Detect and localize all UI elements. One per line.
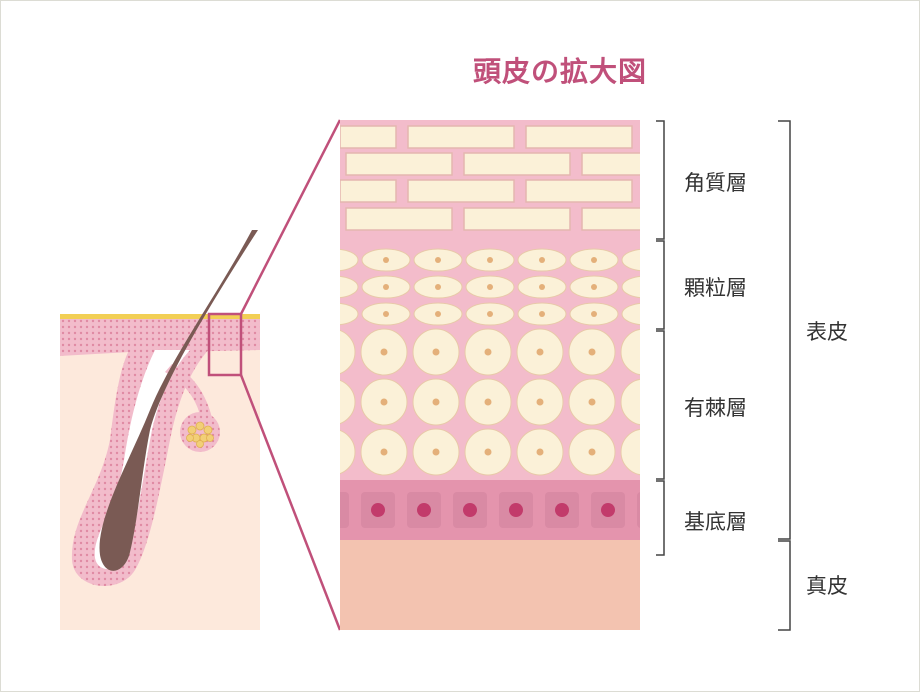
label-dermis: 真皮 bbox=[806, 570, 848, 600]
spinous-nucleus bbox=[537, 349, 544, 356]
granular-nucleus bbox=[487, 257, 493, 263]
basal-nucleus bbox=[463, 503, 477, 517]
corneum-brick bbox=[340, 126, 396, 148]
spinous-nucleus bbox=[485, 399, 492, 406]
corneum-brick bbox=[346, 153, 452, 175]
granular-nucleus bbox=[331, 257, 337, 263]
granular-nucleus bbox=[331, 284, 337, 290]
granular-nucleus bbox=[643, 284, 649, 290]
spinous-cell bbox=[309, 329, 355, 375]
spinous-nucleus bbox=[381, 449, 388, 456]
spinous-nucleus bbox=[329, 349, 336, 356]
basal-nucleus bbox=[509, 503, 523, 517]
magnified-view bbox=[309, 120, 688, 630]
spinous-cell bbox=[309, 379, 355, 425]
granular-nucleus bbox=[591, 257, 597, 263]
bracket-basale bbox=[656, 481, 664, 555]
spinous-nucleus bbox=[537, 449, 544, 456]
granular-nucleus bbox=[383, 284, 389, 290]
granular-cell bbox=[310, 276, 358, 298]
spinous-nucleus bbox=[641, 399, 648, 406]
granular-nucleus bbox=[643, 257, 649, 263]
corneum-brick bbox=[582, 153, 688, 175]
basal-nucleus bbox=[371, 503, 385, 517]
spinous-nucleus bbox=[381, 349, 388, 356]
spinous-nucleus bbox=[485, 349, 492, 356]
layer-dermis bbox=[340, 540, 640, 630]
bracket-granulosum bbox=[656, 241, 664, 329]
bracket-corneum bbox=[656, 121, 664, 239]
basal-nucleus bbox=[417, 503, 431, 517]
granular-cell bbox=[622, 303, 670, 325]
granular-nucleus bbox=[435, 311, 441, 317]
spinous-nucleus bbox=[329, 449, 336, 456]
spinous-nucleus bbox=[589, 399, 596, 406]
label-stratum-corneum: 角質層 bbox=[684, 167, 747, 197]
corneum-brick bbox=[346, 208, 452, 230]
spinous-nucleus bbox=[485, 449, 492, 456]
basal-cell bbox=[315, 492, 349, 528]
granular-cell bbox=[310, 249, 358, 271]
corneum-brick bbox=[340, 180, 396, 202]
bracket-dermis bbox=[778, 541, 790, 630]
granular-cell bbox=[622, 249, 670, 271]
granular-nucleus bbox=[539, 311, 545, 317]
basal-nucleus bbox=[647, 503, 661, 517]
granular-cell bbox=[622, 276, 670, 298]
basal-nucleus bbox=[601, 503, 615, 517]
corneum-brick bbox=[464, 208, 570, 230]
granular-nucleus bbox=[383, 257, 389, 263]
spinous-nucleus bbox=[433, 399, 440, 406]
granular-nucleus bbox=[383, 311, 389, 317]
granular-nucleus bbox=[487, 311, 493, 317]
spinous-cell bbox=[621, 379, 667, 425]
spinosum-cells bbox=[309, 329, 667, 475]
spinous-nucleus bbox=[381, 399, 388, 406]
skin-cross-section bbox=[60, 230, 260, 630]
granular-nucleus bbox=[539, 257, 545, 263]
granular-nucleus bbox=[435, 257, 441, 263]
spinous-cell bbox=[621, 429, 667, 475]
granular-nucleus bbox=[487, 284, 493, 290]
corneum-brick bbox=[408, 126, 514, 148]
spinous-cell bbox=[309, 429, 355, 475]
spinous-nucleus bbox=[329, 399, 336, 406]
spinous-nucleus bbox=[537, 399, 544, 406]
label-stratum-spinosum: 有棘層 bbox=[684, 392, 747, 422]
label-stratum-basale: 基底層 bbox=[684, 506, 747, 536]
corneum-brick bbox=[408, 180, 514, 202]
corneum-brick bbox=[526, 126, 632, 148]
granular-cell bbox=[310, 303, 358, 325]
basal-nucleus bbox=[325, 503, 339, 517]
spinous-nucleus bbox=[589, 449, 596, 456]
basal-nucleus bbox=[555, 503, 569, 517]
bracket-epidermis bbox=[778, 121, 790, 539]
label-stratum-granulosum: 顆粒層 bbox=[684, 272, 747, 302]
layer-brackets bbox=[656, 121, 790, 630]
spinous-nucleus bbox=[641, 449, 648, 456]
corneum-brick bbox=[464, 153, 570, 175]
zoom-line-top bbox=[241, 120, 340, 314]
bracket-spinosum bbox=[656, 331, 664, 479]
spinous-nucleus bbox=[641, 349, 648, 356]
spinous-nucleus bbox=[433, 449, 440, 456]
granular-nucleus bbox=[591, 284, 597, 290]
basal-cell bbox=[637, 492, 671, 528]
spinous-nucleus bbox=[433, 349, 440, 356]
corneum-brick bbox=[526, 180, 632, 202]
label-epidermis: 表皮 bbox=[806, 316, 848, 346]
granulosum-cells bbox=[310, 249, 670, 325]
spinous-nucleus bbox=[589, 349, 596, 356]
granular-nucleus bbox=[643, 311, 649, 317]
granular-nucleus bbox=[331, 311, 337, 317]
granular-nucleus bbox=[539, 284, 545, 290]
granular-nucleus bbox=[435, 284, 441, 290]
corneum-brick bbox=[582, 208, 688, 230]
granular-nucleus bbox=[591, 311, 597, 317]
spinous-cell bbox=[621, 329, 667, 375]
